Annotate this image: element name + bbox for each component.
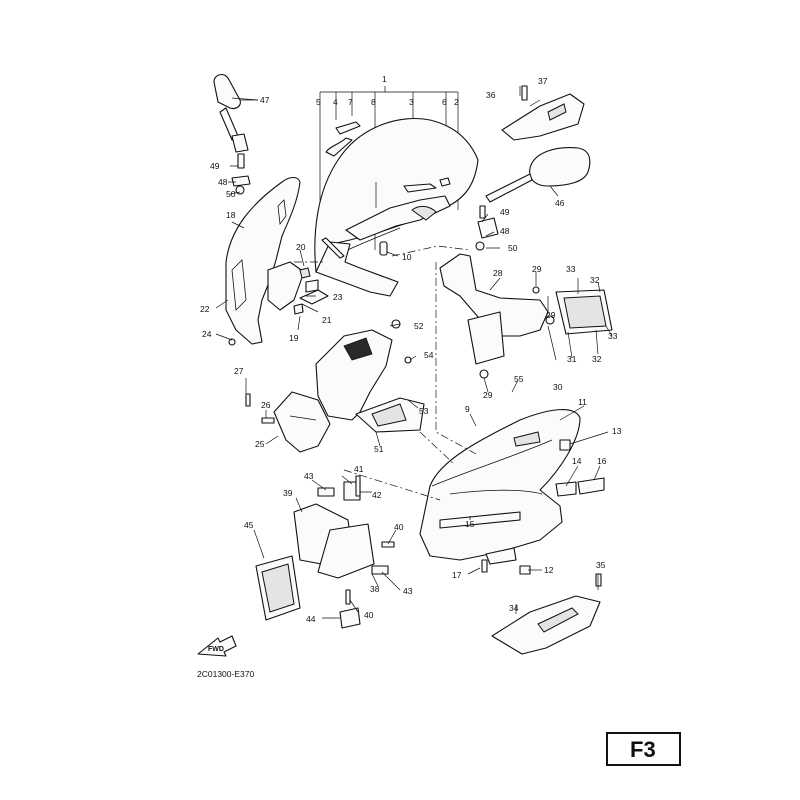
callout-38: 38 [370,584,380,594]
callout-48-right: 48 [500,226,510,236]
side-cowling-left [225,176,301,345]
callout-9: 9 [465,404,470,414]
callout-17: 17 [452,570,462,580]
callout-1: 1 [382,74,387,84]
callout-19: 19 [289,333,299,343]
callout-11: 11 [578,397,587,407]
callout-29-bottom: 29 [483,390,493,400]
callout-20: 20 [296,242,306,252]
callout-47: 47 [260,95,270,105]
under-cowling-right [491,573,602,655]
callout-42: 42 [372,490,382,500]
callout-33-top: 33 [566,264,576,274]
callout-52: 52 [414,321,424,331]
callout-49-right: 49 [500,207,510,217]
callout-37: 37 [538,76,548,86]
callout-14: 14 [572,456,582,466]
callout-29-mid: 29 [546,310,556,320]
clip [299,267,311,279]
callout-28: 28 [493,268,503,278]
callout-22: 22 [200,304,210,314]
leader-lines [215,86,613,619]
callout-39: 39 [283,488,293,498]
callout-3: 3 [409,97,414,107]
callout-50-left: 50 [226,189,236,199]
headlight-stay-assembly [439,253,613,379]
callout-44: 44 [306,614,316,624]
callout-10: 10 [402,252,412,262]
callout-51: 51 [374,444,384,454]
callout-7: 7 [348,97,353,107]
callout-30: 30 [553,382,563,392]
callout-50-right: 50 [508,243,518,253]
callout-24: 24 [202,329,212,339]
lower-left-parts [255,475,395,629]
callout-18: 18 [226,210,236,220]
callout-2: 2 [454,97,459,107]
bracket-upper-right [501,85,585,141]
callout-numbers: 1 5 4 7 8 3 6 2 47 49 48 50 18 20 22 24 … [200,74,622,624]
callout-12: 12 [544,565,554,575]
callout-34: 34 [509,603,519,613]
callout-13: 13 [612,426,622,436]
callout-8: 8 [371,97,376,107]
drawing-code: 2C01300-E370 [197,669,254,679]
nut [379,241,388,256]
callout-46: 46 [555,198,565,208]
callout-55: 55 [514,374,524,384]
side-stripe [439,511,521,529]
page-number: F3 [630,737,656,762]
emblem-piece [335,121,361,135]
forward-direction-indicator: FWD [197,635,237,657]
windscreen-group [314,86,479,297]
left-duct [245,391,331,453]
callout-45: 45 [244,520,254,530]
callout-40-top: 40 [394,522,404,532]
callout-43-bottom: 43 [403,586,413,596]
callout-32-bottom: 32 [592,354,602,364]
callout-49-left: 49 [210,161,220,171]
right-side-cowling [419,408,605,575]
callout-16: 16 [597,456,607,466]
callout-31: 31 [567,354,577,364]
mirror-head-left [213,73,241,110]
callout-36: 36 [486,90,496,100]
right-mirror [475,147,591,251]
inner-panel [315,329,393,421]
callout-40-bottom: 40 [364,610,374,620]
callout-21: 21 [322,315,332,325]
fwd-arrow-icon [197,635,237,657]
callout-41: 41 [354,464,364,474]
page-number-box [606,732,681,766]
callout-53: 53 [419,406,429,416]
callout-48-left: 48 [218,177,228,187]
stay-frame [439,253,549,337]
callout-32-top: 32 [590,275,600,285]
callout-25: 25 [255,439,265,449]
left-mirror [213,73,258,195]
callout-6: 6 [442,97,447,107]
callout-33-bottom: 33 [608,331,618,341]
callout-54: 54 [424,350,434,360]
callout-4: 4 [333,97,338,107]
callout-43-top: 43 [304,471,314,481]
fwd-label: FWD [208,646,224,653]
callout-5: 5 [316,97,321,107]
callout-26: 26 [261,400,271,410]
inner-panel-center [315,319,425,433]
callout-29-top: 29 [532,264,542,274]
callout-23: 23 [333,292,343,302]
callout-27: 27 [234,366,244,376]
callout-15: 15 [465,519,475,529]
callout-35: 35 [596,560,606,570]
left-side-cowling [225,176,329,346]
mirror-head-right [529,147,591,187]
